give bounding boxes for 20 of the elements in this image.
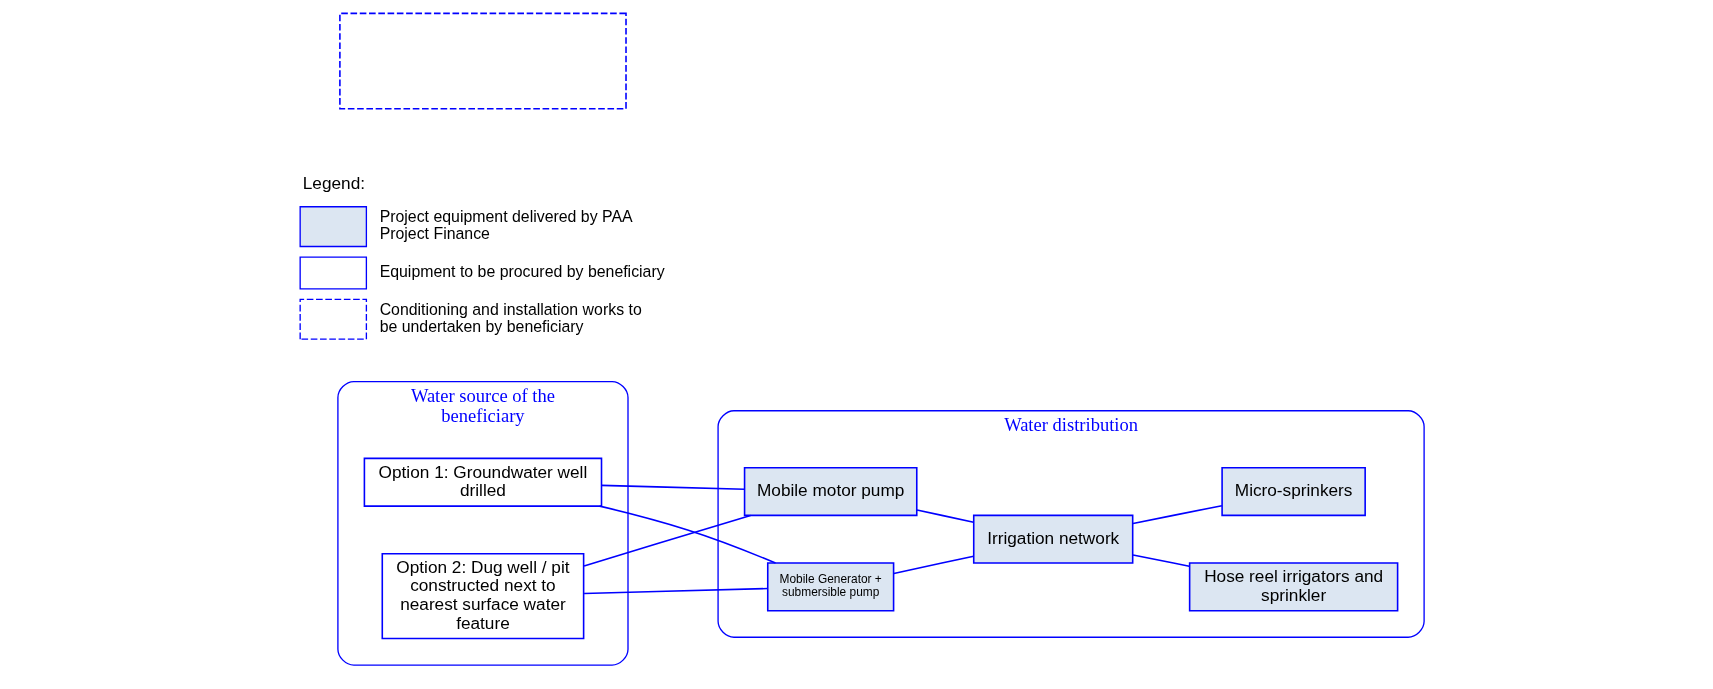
connector	[583, 514, 752, 567]
connector	[1132, 504, 1223, 525]
node-box: Option 2: Dug well / pit constructed next to nearest surface water feature	[381, 553, 585, 640]
connector	[916, 509, 975, 524]
label: Legend:	[302, 172, 366, 193]
connector	[583, 587, 769, 595]
connector	[1132, 554, 1191, 568]
node-box: Mobile Generator + submersible pump	[766, 562, 895, 612]
connector	[893, 555, 975, 575]
node-box: Hose reel irrigators and sprinkler	[1188, 562, 1399, 612]
node-box: Mobile motor pump	[743, 466, 918, 517]
node-box: Irrigation network	[972, 514, 1134, 564]
legend-label: Equipment to be procured by beneficiary	[379, 263, 665, 281]
node-box: Option 1: Groundwater well drilled	[363, 457, 603, 507]
legend-label: Project equipment delivered by PAA Project Finance	[379, 208, 633, 243]
legend-label: Conditioning and installation works to be undertaken by beneficiary	[379, 300, 642, 336]
connector	[598, 505, 777, 564]
node-box: Micro-sprinkers	[1221, 466, 1366, 517]
connector	[600, 484, 746, 491]
node-box	[339, 12, 627, 110]
